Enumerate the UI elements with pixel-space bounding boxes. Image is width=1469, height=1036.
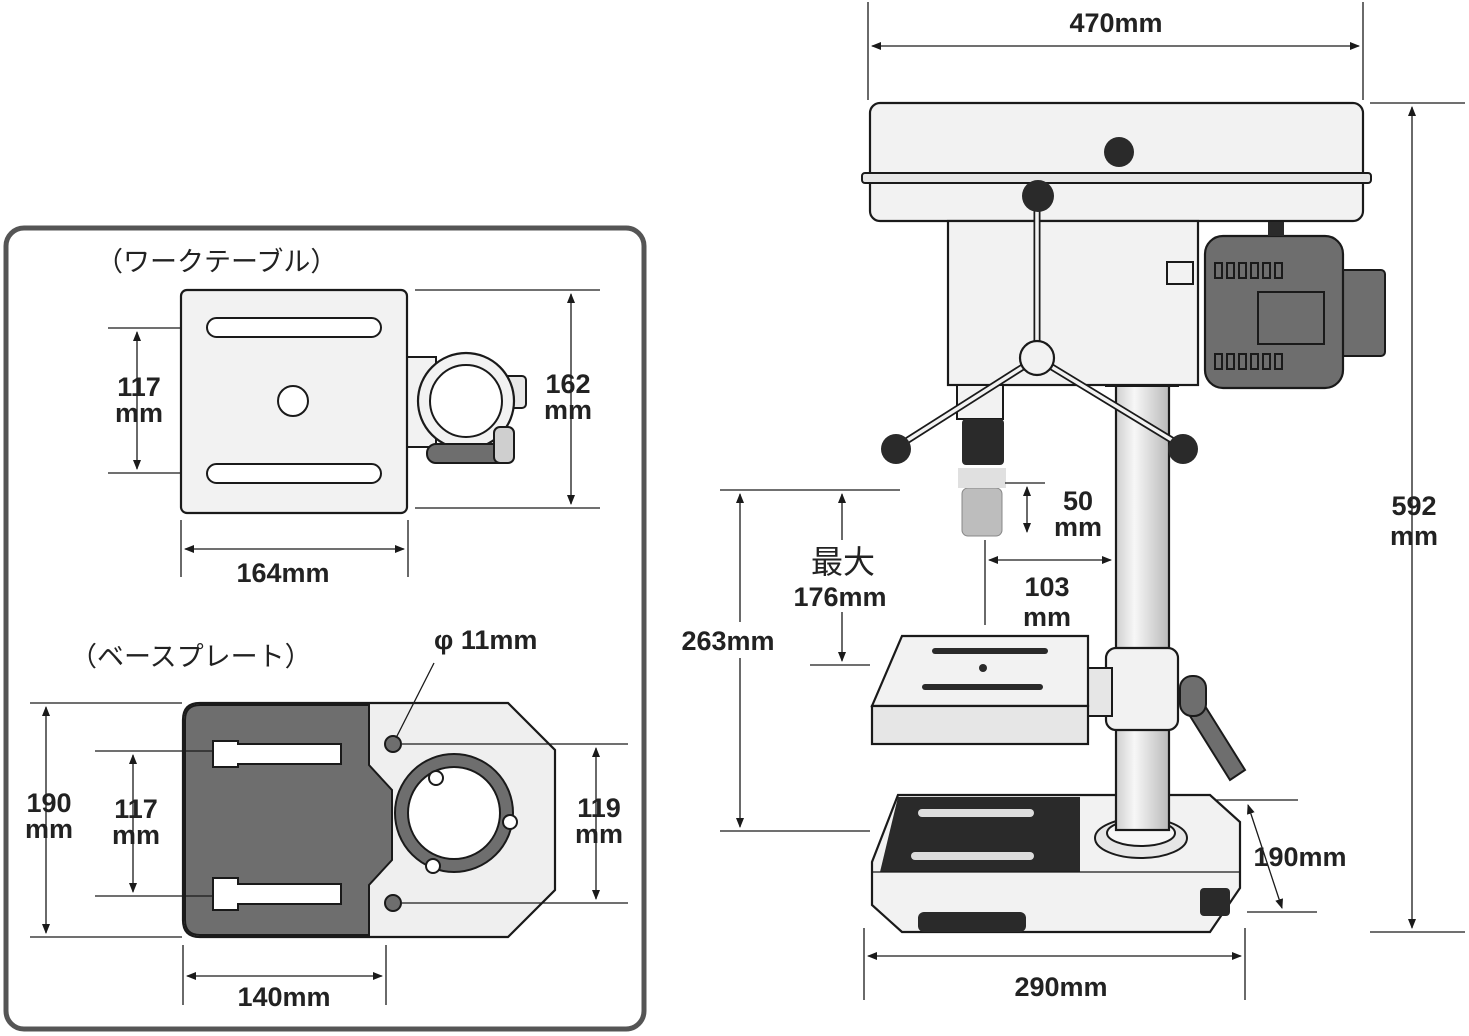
base-plate-width-label: 140mm xyxy=(237,982,330,1012)
feed-knob-left xyxy=(881,434,911,464)
work-table-slot-pitch-unit: mm xyxy=(115,398,163,428)
work-table-slot-bottom xyxy=(206,463,382,484)
base-plate-depth-value: 190 xyxy=(26,788,71,818)
work-table-width-label: 164mm xyxy=(236,558,329,588)
work-table-title: （ワークテーブル） xyxy=(96,247,337,277)
base-plate-view: （ベースプレート） φ 11mm 190 mm 117 mm xyxy=(25,625,628,1012)
base-plate-hole-pitch-unit: mm xyxy=(575,819,623,849)
base-plate-flange-bolt-3 xyxy=(425,858,441,874)
power-switch xyxy=(1166,261,1194,285)
drill-press-view: 470mm 592 mm 50 mm 103 mm 最大 176mm 263mm… xyxy=(668,2,1465,1002)
table-front xyxy=(870,704,1090,746)
throat-unit: mm xyxy=(1023,602,1071,632)
feed-knob-right xyxy=(1168,434,1198,464)
head-cover-knob xyxy=(1104,137,1134,167)
machine-base-side-cut xyxy=(1200,888,1230,916)
feed-handles xyxy=(881,180,1198,464)
table-top xyxy=(870,634,1090,708)
machine-width-label: 470mm xyxy=(1069,8,1162,38)
table-collar xyxy=(1104,646,1180,732)
chuck-to-base-value: 263mm xyxy=(681,626,774,656)
base-depth-label: 190mm xyxy=(1253,842,1346,872)
machine-height-value: 592 xyxy=(1391,491,1436,521)
max-gap-value: 176mm xyxy=(793,582,886,612)
chuck xyxy=(962,419,1004,465)
base-plate-flange-bolt-1 xyxy=(428,770,444,786)
work-table-slot-pitch-value: 117 xyxy=(117,372,161,402)
motor-label-plate xyxy=(1257,291,1325,345)
base-plate-hole-label: φ 11mm xyxy=(434,625,537,655)
table-clamp-bore xyxy=(429,364,503,438)
machine-column xyxy=(1114,376,1171,832)
max-label: 最大 xyxy=(811,544,875,580)
base-plate-depth-unit: mm xyxy=(25,814,73,844)
machine-height-unit: mm xyxy=(1390,521,1438,551)
base-plate-slot-pitch-value: 117 xyxy=(114,794,158,824)
work-table-view: （ワークテーブル） 117 mm 162 mm 164mm xyxy=(96,247,600,588)
work-table-center-hole xyxy=(277,385,309,417)
base-plate-title: （ベースプレート） xyxy=(70,642,312,672)
base-plate-slot-top xyxy=(212,740,342,768)
stroke-unit: mm xyxy=(1054,512,1102,542)
head-cover-rim xyxy=(861,172,1372,184)
work-table-depth-unit: mm xyxy=(544,395,592,425)
work-table-slot-top xyxy=(206,317,382,338)
chuck-jaws xyxy=(961,487,1003,537)
base-plate-hole-top xyxy=(384,735,402,753)
work-table-depth-value: 162 xyxy=(545,369,590,399)
table-lock-handle xyxy=(1188,704,1247,782)
base-plate-hole-bottom xyxy=(384,894,402,912)
base-width-label: 290mm xyxy=(1014,972,1107,1002)
machine-head-body xyxy=(946,219,1200,387)
base-plate-hole-pitch-value: 119 xyxy=(577,793,621,823)
motor-vents-top xyxy=(1214,262,1283,370)
table-clamp-knob xyxy=(493,426,515,464)
throat-value: 103 xyxy=(1024,572,1069,602)
base-depth-arrow xyxy=(1247,804,1283,909)
base-plate-slot-pitch-unit: mm xyxy=(112,820,160,850)
base-plate-flange-bolt-2 xyxy=(502,814,518,830)
stroke-value: 50 xyxy=(1063,486,1093,516)
base-plate-slot-bottom xyxy=(212,877,342,911)
motor-cap xyxy=(1339,269,1386,357)
base-plate-flange-bore xyxy=(407,766,501,860)
machine-base-top-dark xyxy=(880,797,1080,872)
feed-knob-top xyxy=(1022,180,1054,212)
machine-base-foot xyxy=(918,912,1026,932)
